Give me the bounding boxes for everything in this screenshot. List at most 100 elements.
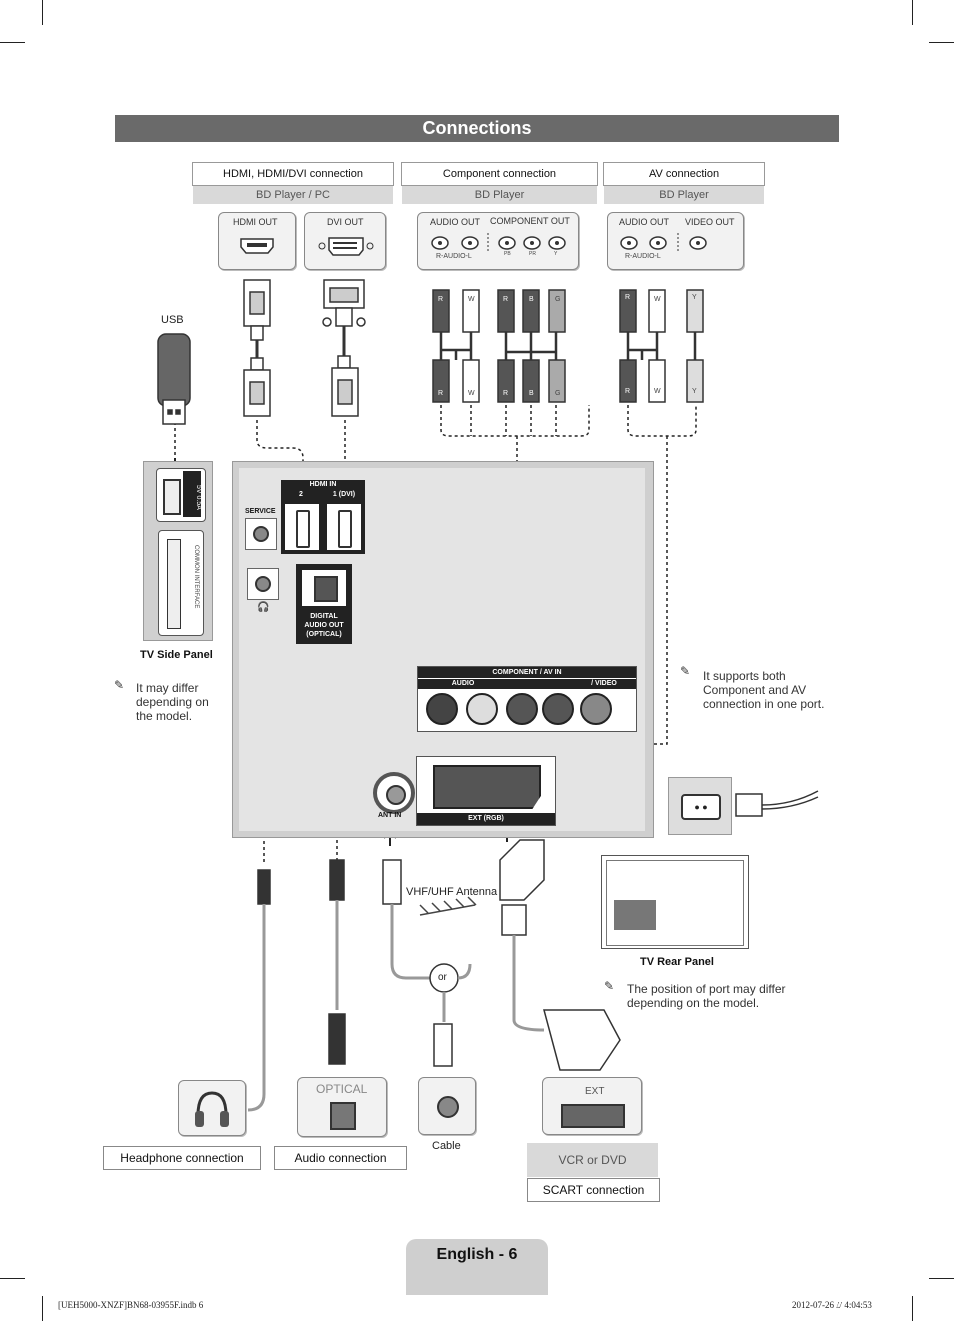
av-source-box: AUDIO OUT VIDEO OUT R-AUDIO-L [607,212,744,270]
cable-letter-y: Y [692,294,697,301]
scart-socket-icon [561,1104,625,1128]
crop-mark [0,1278,25,1279]
av-r-audio-l-label: R-AUDIO-L [625,253,661,260]
component-note-icon: ✎ [680,664,691,678]
usb-socket-icon [163,479,181,515]
common-interface-slot: COMMON INTERFACE [158,530,204,636]
audio-connection-label: Audio connection [274,1146,407,1170]
pr-label: PR [529,251,536,257]
cable-letter-r: R [438,296,444,303]
cable-letter-w: W [468,390,475,397]
rear-panel-outline [606,860,744,946]
headphone-port[interactable] [247,568,279,600]
y-video-jack[interactable] [580,693,612,725]
ant-in-port[interactable] [373,772,415,814]
audio-r-jack[interactable] [426,693,458,725]
crop-mark [42,0,43,25]
power-socket[interactable]: ● ● [668,777,732,835]
cable-letter-r: R [625,388,631,395]
scart-socket-icon[interactable] [433,765,541,809]
headphone-icon: 🎧 [257,602,270,613]
footer-filename: [UEH5000-XNZF]BN68-03955F.indb 6 [58,1300,204,1310]
hdmi-port-icon [296,510,310,548]
ci-slot-icon [167,539,181,629]
footer-timestamp: 2012-07-26 ⌰ 4:04:53 [792,1300,872,1310]
cable-letter-r: R [503,296,509,303]
dvi-out-label: DVI OUT [327,217,364,227]
cable-letter-r: R [625,294,631,301]
vhf-uhf-antenna-label: VHF/UHF Antenna [406,886,498,898]
hdmi-in-block: HDMI IN 2 1 (DVI) [281,480,365,554]
usb-port: 5V 0.5A [156,468,206,522]
digital-audio-out-block: DIGITAL AUDIO OUT (OPTICAL) [296,564,352,644]
component-audio-out-label: AUDIO OUT [430,217,481,227]
or-label: or [438,972,447,983]
crop-mark [0,42,25,43]
cable-letter-w: W [468,296,475,303]
optical-socket-icon [314,576,338,602]
service-label: SERVICE [245,508,276,515]
crop-mark [929,42,954,43]
optical-device-box: OPTICAL [297,1077,387,1137]
hdmi-device-label: BD Player / PC [193,186,393,204]
tv-rear-illustration [601,855,749,949]
component-device-label: BD Player [402,186,597,204]
ext-device-box: EXT [542,1077,642,1135]
vcr-dvd-label: VCR or DVD [527,1143,658,1177]
audio-label: AUDIO [451,680,475,687]
tv-side-panel: 5V 0.5A COMMON INTERFACE [143,461,213,641]
hdmi-out-label: HDMI OUT [233,217,278,227]
component-connection-header: Component connection [401,162,598,186]
side-panel-note-icon: ✎ [114,678,125,692]
rear-port-area [614,900,656,930]
page-title: Connections [115,115,839,142]
pr-jack[interactable] [542,693,574,725]
headphone-connection-label: Headphone connection [103,1146,261,1170]
coax-socket-icon [437,1096,459,1118]
cable-letter-y: Y [692,388,697,395]
dvi-out-port-box: DVI OUT [304,212,386,270]
headphones-icon [195,1091,229,1127]
headphone-jack-icon [255,576,271,592]
pb-label: PB [504,251,511,257]
component-source-box: AUDIO OUT COMPONENT OUT R-AUDIO-L PB PR … [417,212,579,270]
crop-mark [929,1278,954,1279]
audio-l-jack[interactable] [466,693,498,725]
scart-connection-label: SCART connection [527,1178,660,1202]
cable-letter-r: R [503,390,509,397]
av-video-out-label: VIDEO OUT [685,217,735,227]
component-r-audio-l-label: R-AUDIO-L [436,253,472,260]
component-av-in-block: COMPONENT / AV IN AUDIO / VIDEO [417,666,637,732]
ant-socket-icon [386,785,406,805]
hdmi-1-port[interactable] [327,504,361,550]
pb-jack[interactable] [506,693,538,725]
dvi-port-icon [318,237,374,256]
crop-mark [912,1296,913,1321]
tv-side-panel-label: TV Side Panel [140,649,213,661]
component-out-label: COMPONENT OUT [490,216,570,226]
hdmi-port-icon [338,510,352,548]
tv-rear-connector-panel: HDMI IN 2 1 (DVI) SERVICE 🎧 DIGITAL AUDI… [232,461,654,838]
crop-mark [912,0,913,25]
cable-letter-w: W [654,388,661,395]
ext-rgb-block: EXT (RGB) [416,756,556,826]
cable-letter-b: B [529,296,534,303]
cable-letter-g: G [555,390,561,397]
common-interface-label: COMMON INTERFACE [193,545,199,609]
hdmi-2-port[interactable] [285,504,319,550]
usb-power-label [183,471,201,517]
cable-letter-b: B [529,390,534,397]
headphone-device-box [178,1080,246,1136]
rca-jacks-icon [431,233,566,253]
hdmi-connection-header: HDMI, HDMI/DVI connection [192,162,394,186]
ant-in-label: ANT IN [378,812,402,819]
component-av-in-label: COMPONENT / AV IN [418,667,636,678]
service-port[interactable] [245,518,277,550]
component-av-subheader [418,679,636,689]
usb-label: USB [161,314,184,326]
crop-mark [42,1296,43,1321]
optical-label: OPTICAL [316,1082,368,1096]
hdmi-1-label: 1 (DVI) [323,490,365,500]
optical-port[interactable] [302,570,346,606]
